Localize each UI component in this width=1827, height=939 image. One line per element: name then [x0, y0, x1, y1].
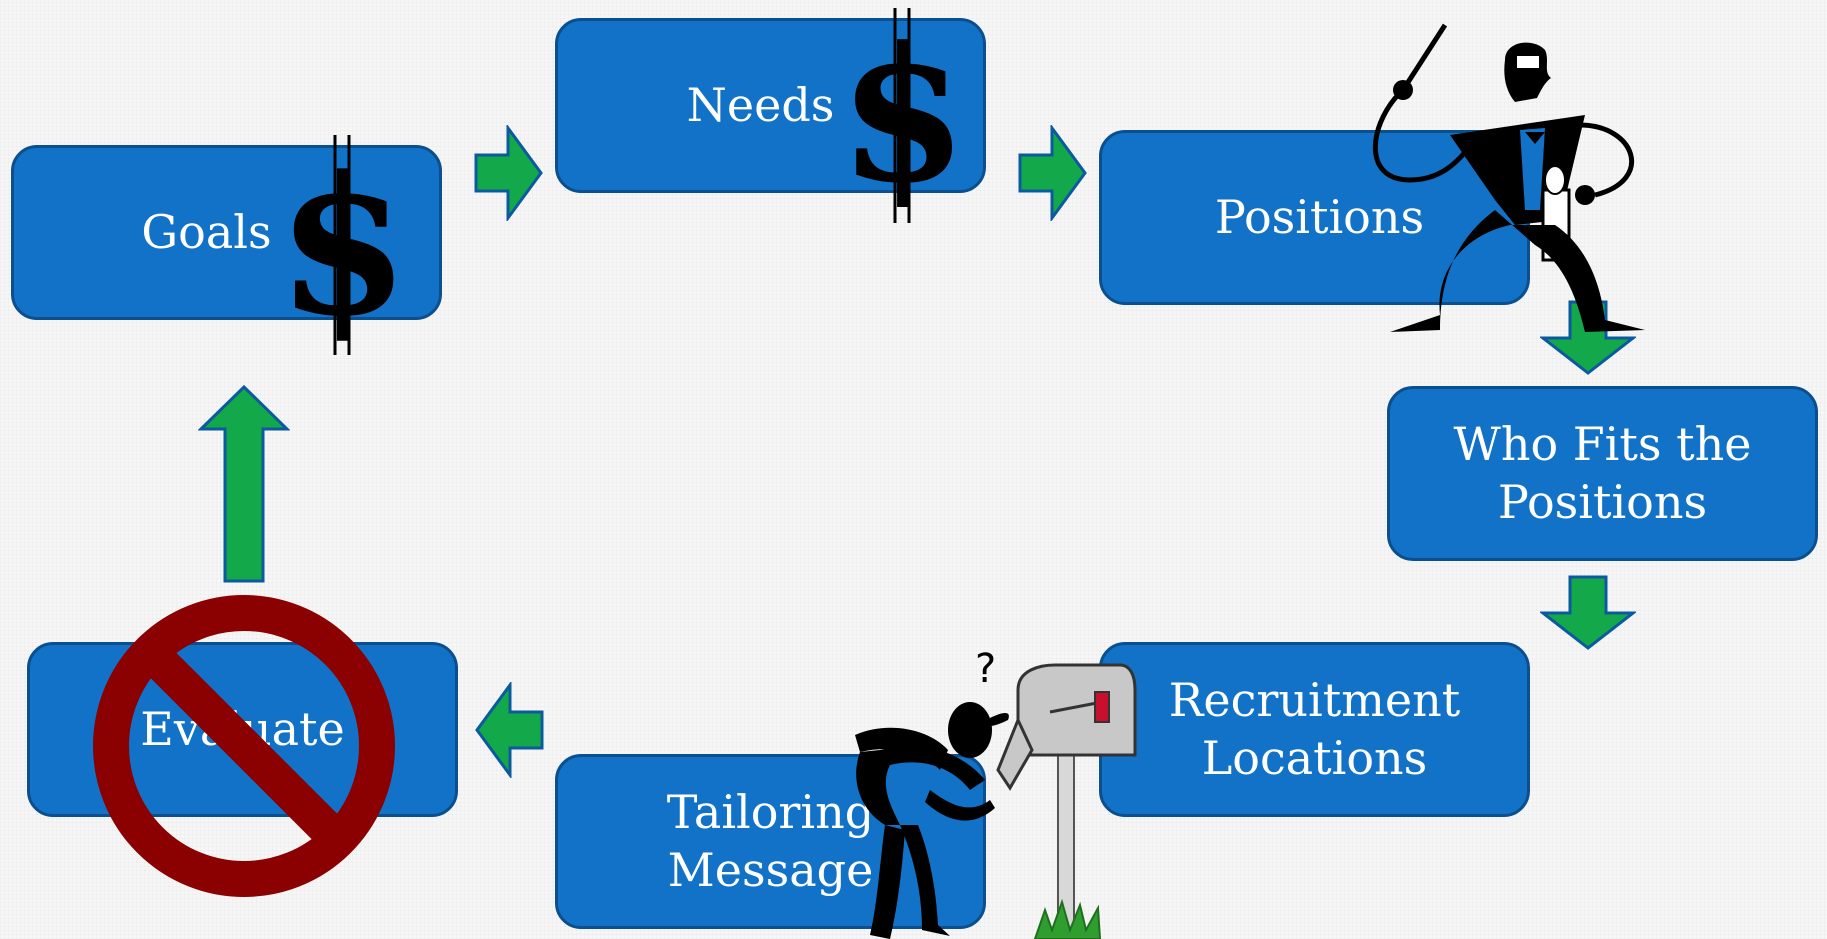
prohibition-sign-icon	[93, 595, 395, 897]
step-goals: Goals	[11, 145, 442, 320]
mailbox-figure-icon: ?	[855, 646, 1137, 939]
dollar-sign-icon: $	[277, 135, 409, 358]
arrow-right-goals-to-needs	[474, 125, 543, 221]
step-needs-label: Needs	[686, 77, 835, 132]
step-recruitment-line1: Recruitment	[1168, 673, 1461, 727]
magician-figure-icon	[1372, 23, 1645, 332]
step-tailoring-line1: Tailoring	[666, 785, 875, 839]
svg-text:$: $	[277, 135, 409, 358]
arrow-down-positions-to-who-fits	[1540, 300, 1636, 375]
arrow-right-needs-to-positions	[1018, 125, 1087, 221]
arrow-left-tailoring-to-evaluate	[475, 682, 544, 778]
step-who-fits-line1: Who Fits the	[1453, 417, 1752, 471]
svg-text:?: ?	[975, 646, 996, 692]
step-recruitment-locations: Recruitment Locations	[1099, 642, 1530, 817]
arrow-up-evaluate-to-goals	[198, 384, 290, 583]
step-positions-label: Positions	[1214, 189, 1425, 244]
step-recruitment-line2: Locations	[1201, 730, 1428, 785]
step-tailoring-line2: Message	[667, 842, 874, 897]
arrow-down-who-fits-to-recruitment	[1540, 575, 1636, 650]
svg-text:$: $	[839, 6, 968, 224]
step-goals-label: Goals	[141, 204, 272, 259]
dollar-sign-icon: $	[839, 6, 968, 224]
step-needs: Needs	[555, 18, 986, 193]
step-who-fits-the-positions: Who Fits the Positions	[1387, 386, 1818, 561]
step-who-fits-line2: Positions	[1497, 474, 1708, 529]
